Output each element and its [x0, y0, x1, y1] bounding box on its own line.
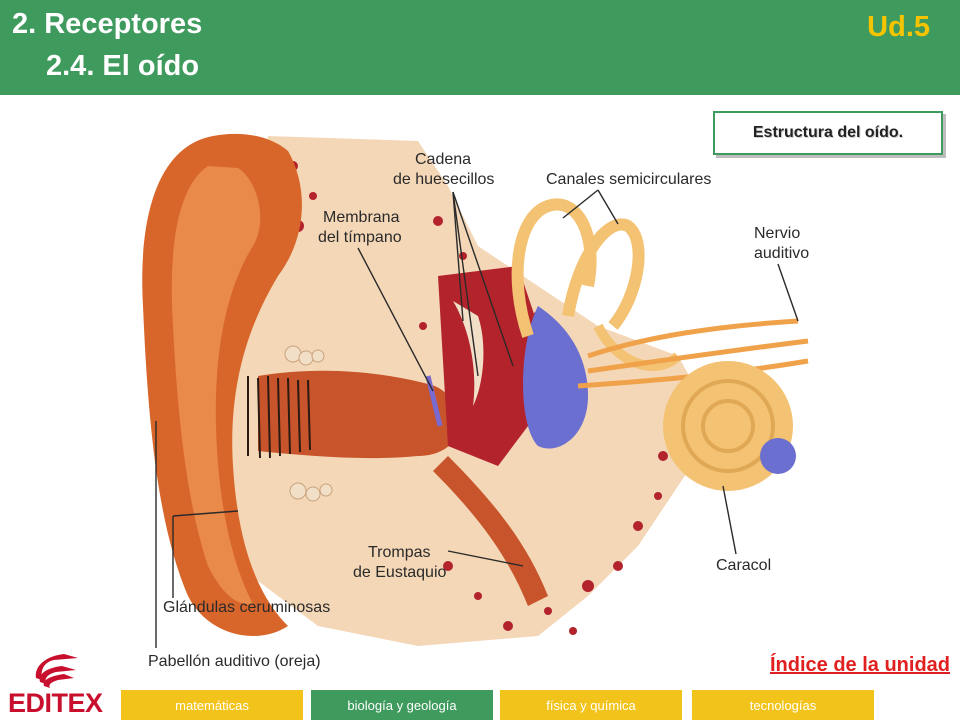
vestibule [523, 306, 588, 449]
semicircular-canal-2 [562, 218, 645, 330]
label-membrana-1: Membrana [323, 209, 400, 226]
page-title: 2. Receptores [12, 8, 203, 40]
diagram-caption: Estructura del oído. [752, 124, 904, 141]
unit-label: Ud.5 [867, 11, 930, 43]
ossicle-chain [453, 301, 484, 406]
diagram-caption-box: Estructura del oído. [713, 111, 943, 155]
header-bar: 2. Receptores 2.4. El oído Ud.5 [0, 0, 960, 95]
label-trompas-2: de Eustaquio [353, 564, 447, 581]
tab-biologia-geologia[interactable]: biología y geología [311, 690, 493, 720]
label-caracol: Caracol [716, 557, 771, 574]
editex-logo-text: EDITEX [8, 688, 103, 718]
cochlea-spiral [681, 379, 775, 473]
tab-fisica-quimica[interactable]: física y química [500, 690, 682, 720]
label-pabellon: Pabellón auditivo (oreja) [148, 653, 321, 670]
label-cadena-2: de huesecillos [393, 171, 494, 188]
label-nervio-2: auditivo [754, 245, 809, 262]
tab-matematicas[interactable]: matemáticas [121, 690, 303, 720]
page-subtitle: 2.4. El oído [46, 50, 200, 82]
ceruminous-glands [284, 345, 333, 502]
cochlea-nerve-section [760, 438, 796, 474]
label-canales: Canales semicirculares [546, 171, 711, 188]
label-trompas-1: Trompas [368, 544, 431, 561]
ear-illustration: Cadena de huesecillos Canales semicircul… [142, 133, 809, 670]
canal-hairs [247, 375, 311, 459]
label-nervio-1: Nervio [754, 225, 800, 242]
eustachian-tube [433, 456, 548, 606]
cochlea-spiral-inner [701, 399, 755, 453]
ear-diagram: Cadena de huesecillos Canales semicircul… [118, 126, 838, 674]
pinna-inner [171, 166, 261, 605]
unit-index-link[interactable]: Índice de la unidad [769, 654, 950, 676]
label-glandulas: Glándulas ceruminosas [163, 599, 330, 616]
label-cadena-1: Cadena [415, 151, 471, 168]
leader-lines [155, 189, 799, 648]
editex-logo-icon [35, 654, 78, 688]
tab-tecnologias[interactable]: tecnologías [692, 690, 874, 720]
label-membrana-2: del tímpano [318, 229, 402, 246]
